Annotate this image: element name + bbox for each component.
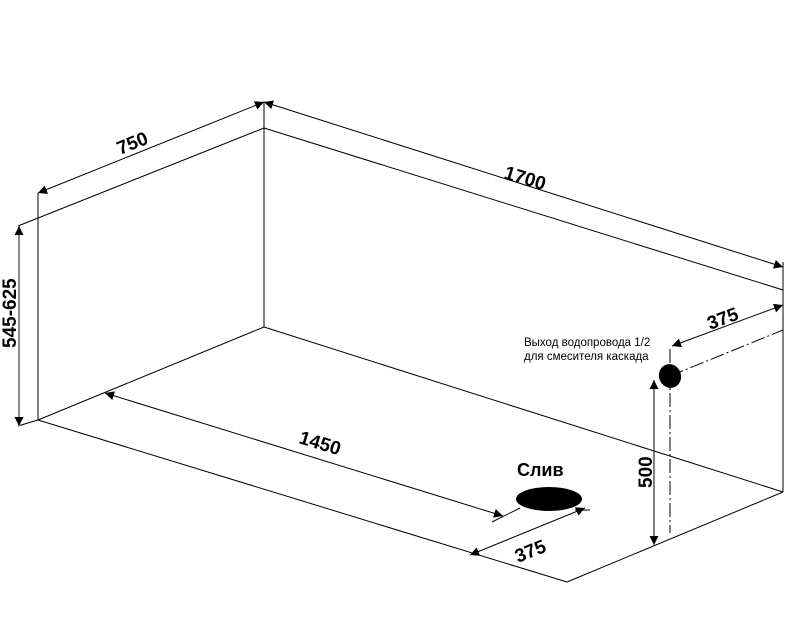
dim-545-625: 545-625 <box>0 278 21 348</box>
dim-375-outlet: 375 <box>705 304 742 335</box>
outlet-axis-horizontal <box>669 329 784 377</box>
extension-line <box>491 507 521 523</box>
bathtub-outline <box>17 102 784 583</box>
dim-line-750 <box>37 101 265 194</box>
dim-375-drain: 375 <box>512 536 550 568</box>
dim-500: 500 <box>636 456 657 488</box>
dim-1700: 1700 <box>502 163 549 195</box>
dim-750: 750 <box>114 128 151 159</box>
dim-line-375-drain <box>469 507 586 556</box>
dim-line-375-outlet <box>671 303 784 348</box>
water-outlet <box>658 364 682 388</box>
drain-label: Слив <box>517 460 564 480</box>
outlet-label-line1: Выход водопровода 1/2 <box>524 337 650 349</box>
outlet-label-line2: для смесителя каскада <box>524 351 649 363</box>
dim-line-1700 <box>263 100 784 269</box>
dim-line-1450 <box>104 391 504 518</box>
dim-1450: 1450 <box>297 428 344 460</box>
drain-hole <box>516 487 582 511</box>
